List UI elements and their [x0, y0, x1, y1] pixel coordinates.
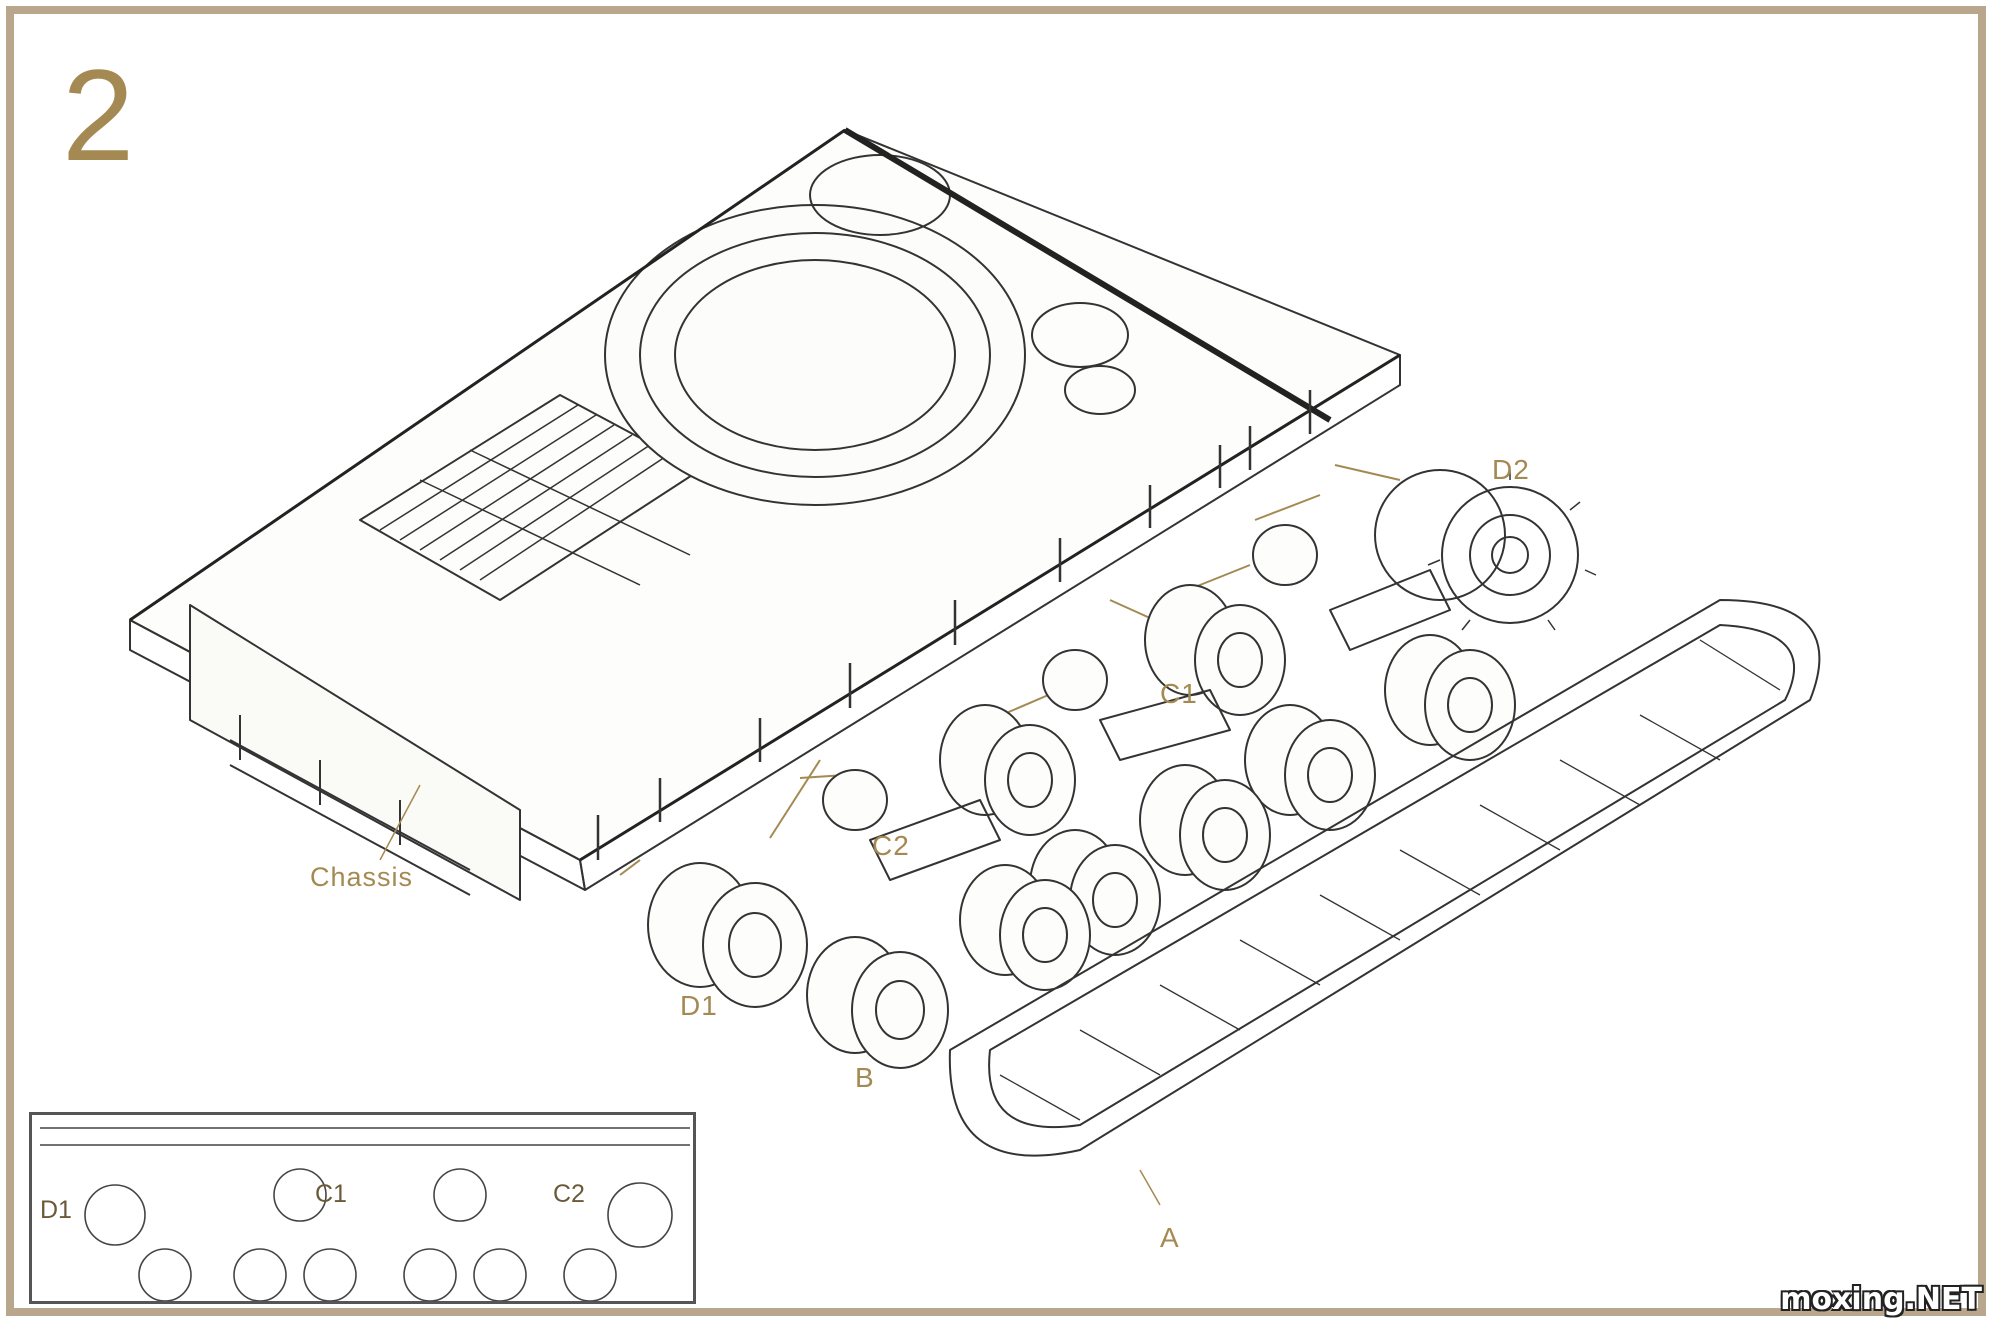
leader-lines [379, 784, 1161, 1206]
step-number: 2 [62, 42, 135, 188]
chassis-hull [129, 127, 1401, 901]
callout-d1: D1 [680, 990, 718, 1021]
assembly-arrows [619, 464, 1401, 876]
inset-frame [29, 1112, 696, 1304]
track-link-run [948, 599, 1821, 1157]
drive-sprocket [1374, 469, 1597, 631]
callout-b: B [855, 1062, 875, 1093]
callout-c1: C1 [1160, 678, 1198, 709]
page-border [6, 6, 1986, 1316]
callout-chassis: Chassis [310, 862, 414, 892]
inset-label-c1: C1 [315, 1180, 347, 1208]
callout-d2: D2 [1492, 454, 1530, 485]
bogie-units [869, 569, 1451, 881]
callout-c2: C2 [872, 830, 910, 861]
watermark: moxing.NET [1780, 1282, 1982, 1317]
inset-label-d1: D1 [40, 1196, 72, 1224]
inset-label-c2: C2 [553, 1180, 585, 1208]
road-wheels [647, 524, 1516, 1069]
inset-diagram [40, 1127, 690, 1302]
callout-a: A [1160, 1222, 1180, 1253]
